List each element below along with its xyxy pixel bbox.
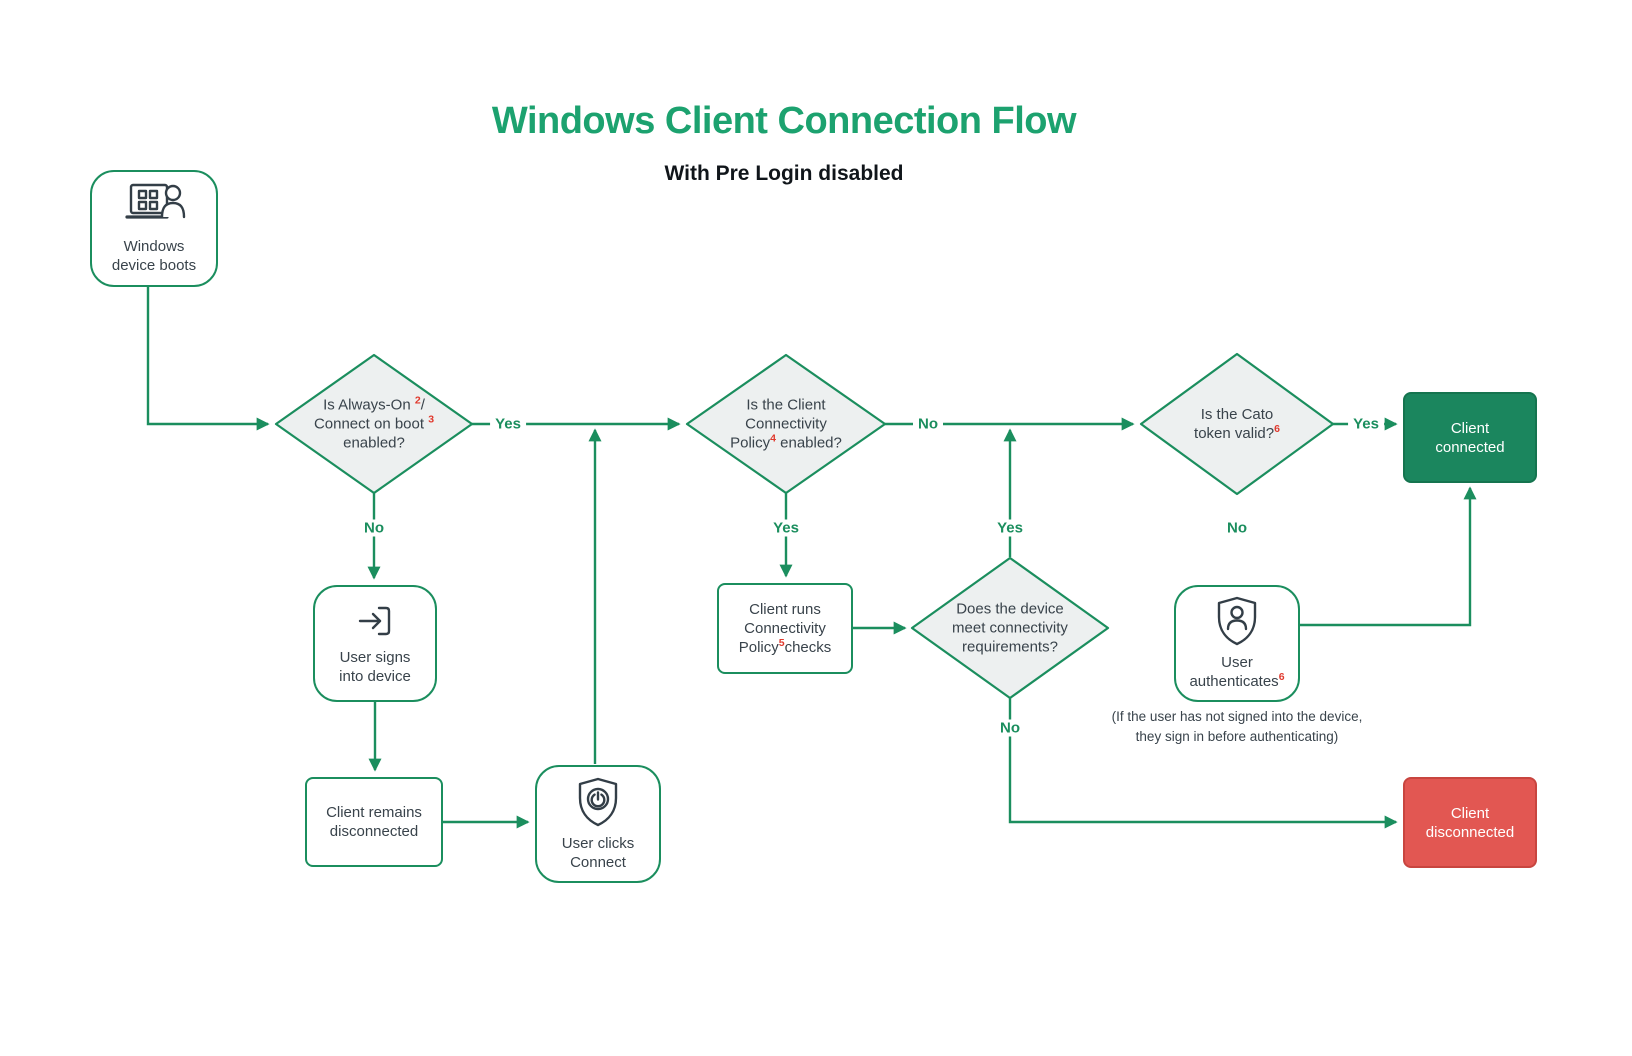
- label-d4-yes: Yes: [992, 519, 1028, 537]
- node-label: Client: [1450, 419, 1490, 437]
- node-label: Windows: [123, 238, 185, 255]
- node-label: Client runs: [749, 601, 821, 618]
- node-label: connected: [1435, 438, 1505, 456]
- footnote-3: 3: [428, 413, 435, 426]
- node-label: device boots: [111, 257, 197, 274]
- node-label: Client: [1450, 804, 1490, 822]
- page-subtitle: With Pre Login disabled: [664, 162, 904, 185]
- node-label: disconnected: [329, 823, 419, 840]
- node-user-signs-into-device: User signs into device: [313, 585, 437, 702]
- decision-device-requirements: [910, 556, 1110, 700]
- node-user-authenticates: User authenticates6: [1174, 585, 1300, 702]
- node-client-connected: Client connected: [1403, 392, 1537, 483]
- node-label: Connectivity: [744, 620, 826, 637]
- decision-cato-token: [1139, 352, 1335, 496]
- label-d3-yes: Yes: [1348, 415, 1384, 433]
- node-client-runs-policy-checks: Client runs Connectivity Policy5checks: [717, 583, 853, 674]
- footnote-2: 2: [414, 394, 421, 407]
- footnote-6: 6: [1278, 671, 1285, 683]
- decision-connectivity-policy-label: Is the Client Connectivity Policy4 enabl…: [730, 396, 842, 452]
- node-client-disconnected: Client disconnected: [1403, 777, 1537, 868]
- node-label: User signs: [339, 649, 411, 666]
- sign-in-arrow-icon: [353, 601, 397, 641]
- laptop-user-icon: [121, 182, 187, 230]
- shield-user-icon: [1215, 596, 1259, 646]
- label-d3-no: No: [1222, 519, 1252, 537]
- node-label: Connect: [570, 853, 626, 871]
- decision-cato-token-label: Is the Cato token valid?6: [1194, 406, 1280, 442]
- edge-auth-to-connected: [1300, 486, 1477, 627]
- shield-power-icon: [576, 777, 620, 827]
- node-windows-device-boots: Windows device boots: [90, 170, 218, 287]
- footnote-5: 5: [778, 637, 785, 649]
- decision-connectivity-policy: [685, 353, 887, 495]
- node-label: into device: [339, 668, 411, 685]
- page-title: Windows Client Connection Flow: [491, 100, 1077, 142]
- footnote-6: 6: [1274, 423, 1280, 435]
- authentication-note: (If the user has not signed into the dev…: [1111, 709, 1363, 744]
- footnote-4: 4: [770, 432, 776, 445]
- node-client-remains-disconnected: Client remains disconnected: [305, 777, 443, 867]
- label-d1-no: No: [359, 519, 389, 537]
- decision-always-on-label: Is Always-On 2/ Connect on boot 3 enable…: [313, 394, 435, 452]
- node-label: Client remains: [326, 804, 422, 821]
- label-d2-no: No: [913, 415, 943, 433]
- decision-always-on: [274, 353, 474, 495]
- edge-boots-to-d1: [146, 287, 270, 431]
- node-user-clicks-connect: User clicks Connect: [535, 765, 661, 883]
- label-d2-yes: Yes: [768, 519, 804, 537]
- node-label: User clicks: [561, 834, 635, 852]
- label-d1-yes: Yes: [490, 415, 526, 433]
- label-d4-no: No: [995, 719, 1025, 737]
- decision-device-requirements-label: Does the device meet connectivity requir…: [952, 600, 1068, 656]
- node-label: User: [1221, 654, 1253, 671]
- node-label: disconnected: [1425, 823, 1515, 841]
- edge-d4-no-to-disconnected: [1008, 698, 1398, 829]
